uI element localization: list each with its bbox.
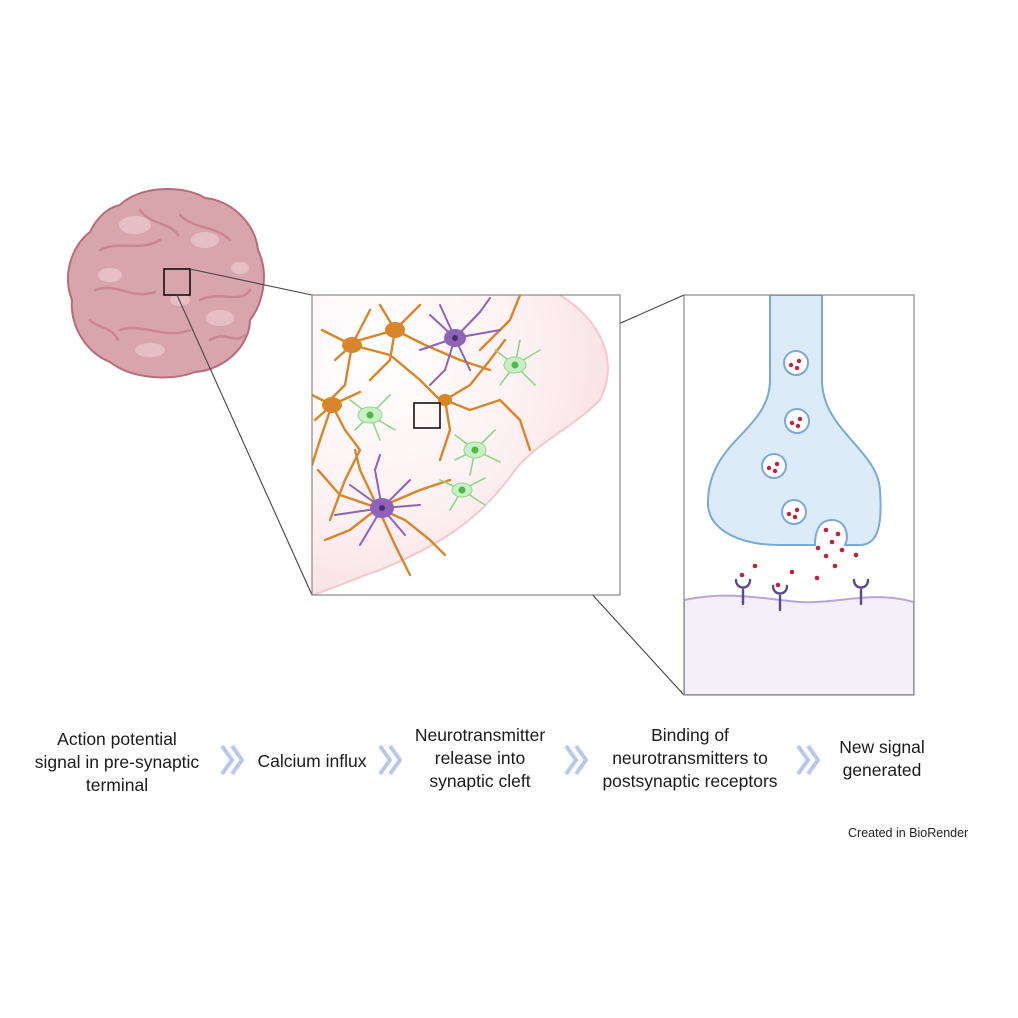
chevron-arrow-icon [796,744,820,776]
chevron-arrow-icon [564,744,588,776]
microglia-cells [349,339,541,511]
tissue-panel-frame [311,294,621,596]
step-calcium-influx: Calcium influx [257,751,367,771]
tissue-panel [312,295,620,595]
synaptic-vesicles [761,350,810,525]
step-new-signal: New signal generated [839,737,925,780]
tissue-zoom-box [413,402,441,429]
microglia-bodies [357,356,527,498]
step-receptor-binding: Binding of neurotransmitters to postsyna… [602,725,778,791]
brain-illustration [67,188,265,379]
postsynaptic-receptors [734,578,870,612]
chevron-arrow-icon [378,744,402,776]
chevron-arrow-icon [220,744,244,776]
neurotransmitters [739,527,859,588]
postsynaptic-membrane [684,594,914,695]
biorender-credit: Created in BioRender [848,826,969,840]
synapse-panel-frame [683,294,915,696]
step-action-potential: Action potential signal in pre-synaptic … [34,729,200,795]
neuron-bodies [370,329,466,518]
neuron-cells [334,297,501,546]
step-neurotransmitter-release: Neurotransmitter release into synaptic c… [414,725,546,791]
astrocyte-cells [312,295,532,577]
astrocyte-bodies [322,322,452,413]
